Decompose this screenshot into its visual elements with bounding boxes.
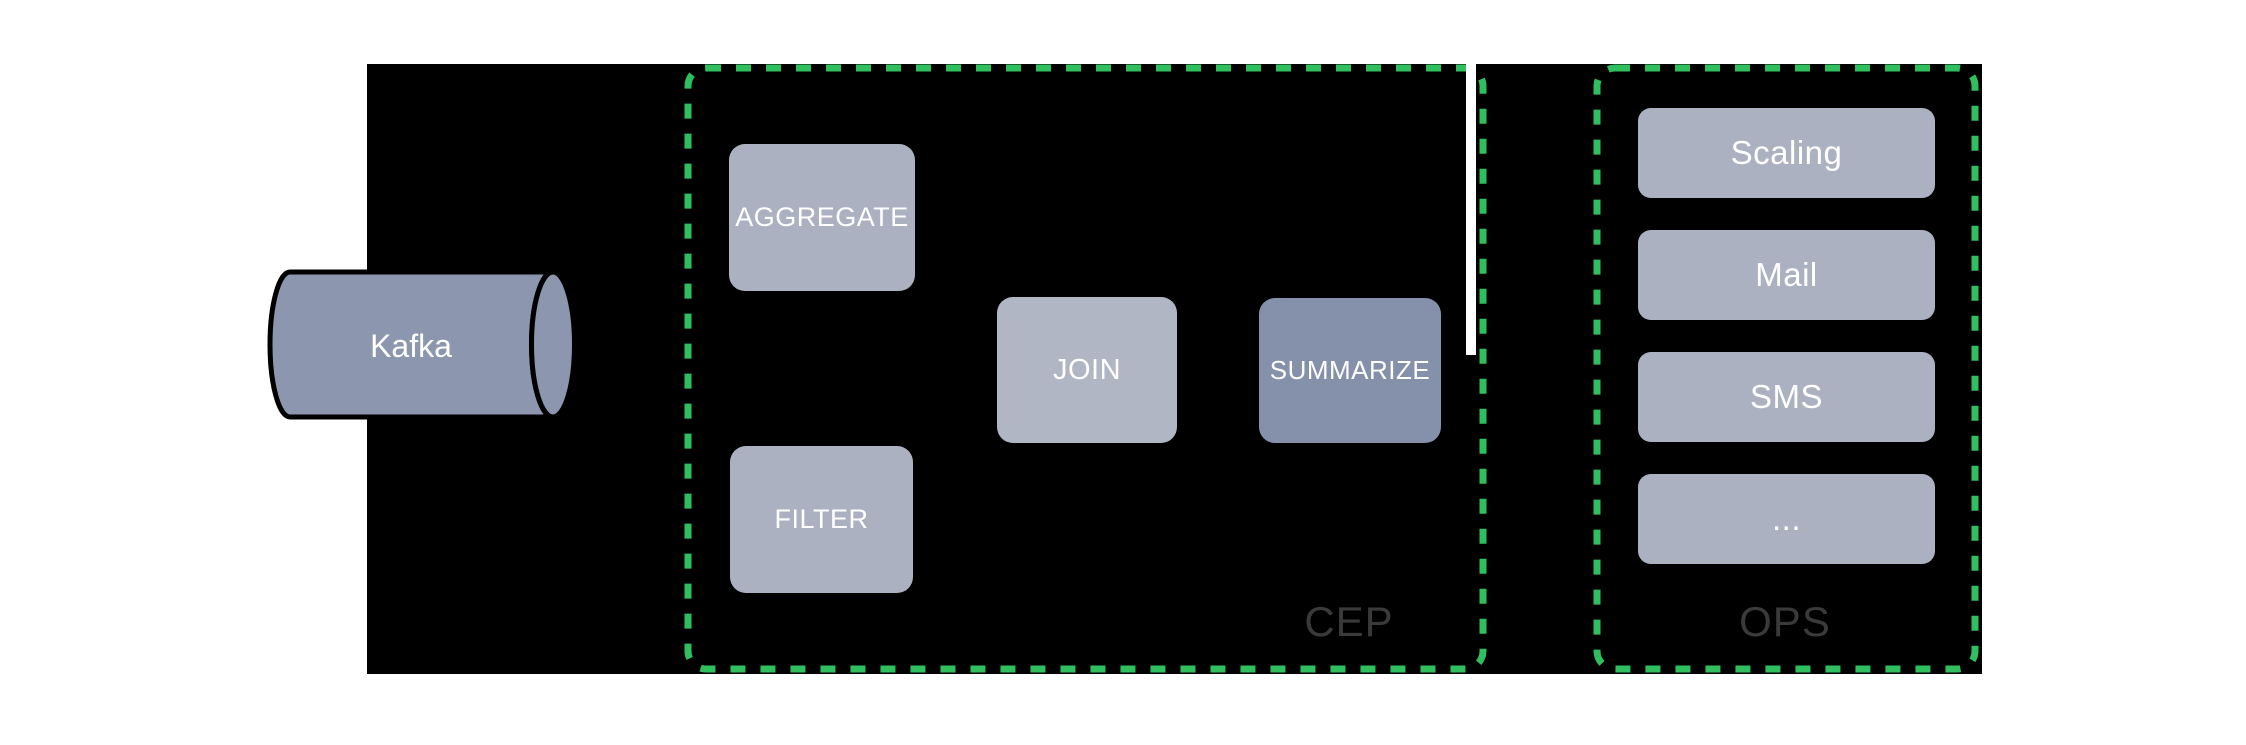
ops-item-sms-label: SMS xyxy=(1749,378,1823,415)
ops-item-more: ... xyxy=(1638,474,1935,564)
ops-item-more-label: ... xyxy=(1771,500,1801,537)
kafka-cylinder-icon xyxy=(267,269,577,420)
kafka-label: Kafka xyxy=(370,328,452,364)
node-summarize: SUMMARIZE xyxy=(1259,298,1441,443)
cep-region-label: CEP xyxy=(1304,598,1394,645)
ops-item-sms: SMS xyxy=(1638,352,1935,442)
node-filter: FILTER xyxy=(730,446,913,593)
node-aggregate: AGGREGATE xyxy=(729,144,915,291)
ops-item-scaling-label: Scaling xyxy=(1730,134,1843,171)
node-summarize-label: SUMMARIZE xyxy=(1269,355,1431,385)
ops-item-mail: Mail xyxy=(1638,230,1935,320)
node-aggregate-label: AGGREGATE xyxy=(735,202,909,232)
node-filter-label: FILTER xyxy=(774,504,869,534)
ops-region-label: OPS xyxy=(1739,598,1831,645)
ops-item-scaling: Scaling xyxy=(1638,108,1935,198)
ops-item-mail-label: Mail xyxy=(1755,256,1818,293)
node-join: JOIN xyxy=(997,297,1177,443)
node-join-label: JOIN xyxy=(1052,353,1122,386)
kafka-cylinder-cap xyxy=(529,269,577,420)
panel-divider-line xyxy=(1466,64,1476,355)
